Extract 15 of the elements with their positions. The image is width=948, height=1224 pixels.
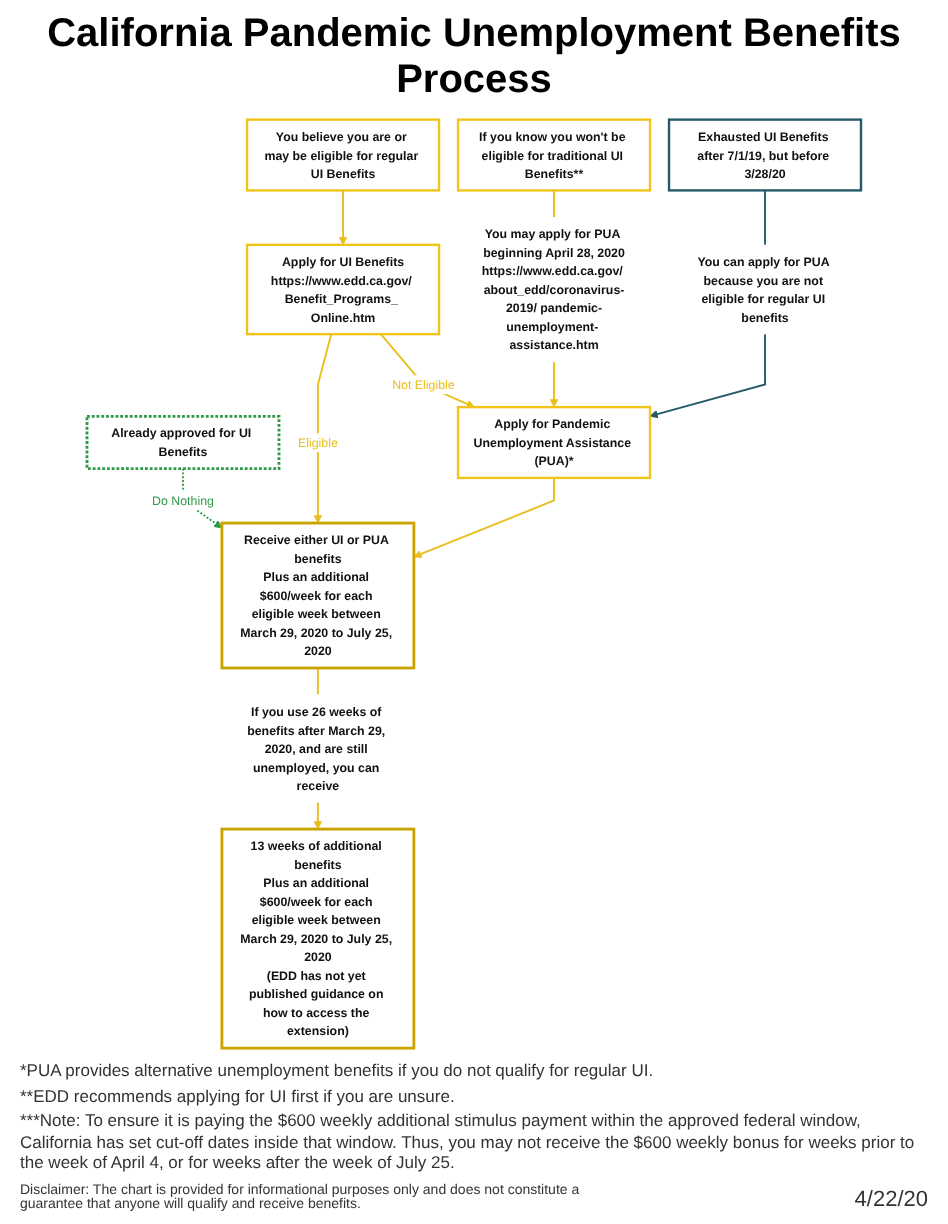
arrow bbox=[338, 189, 348, 246]
arrow bbox=[549, 361, 559, 408]
footnote: **EDD recommends applying for UI first if you are unsure. bbox=[20, 1085, 457, 1107]
connector bbox=[553, 189, 555, 218]
arrow bbox=[413, 476, 555, 558]
connector bbox=[764, 189, 766, 246]
arrow bbox=[379, 333, 475, 408]
footnote: ***Note: To ensure it is paying the $600 weekly additional stimulus payment within the approved federal window, California has set cut-off dates inside that window. Thus, you may not receive the $600 weekly bonus for weeks prior to the week of April 4, or for weeks after the week of July 25. bbox=[20, 1110, 917, 1174]
title: California Pandemic Unemployment Benefits Process bbox=[45, 12, 903, 104]
footnote: *PUA provides alternative unemployment benefits if you do not qualify for regular UI. bbox=[20, 1059, 656, 1081]
connector bbox=[316, 667, 319, 696]
arrow bbox=[313, 801, 323, 830]
arrow bbox=[649, 333, 766, 419]
date-text: 4/22/20 bbox=[854, 1188, 928, 1212]
arrow bbox=[313, 333, 333, 524]
